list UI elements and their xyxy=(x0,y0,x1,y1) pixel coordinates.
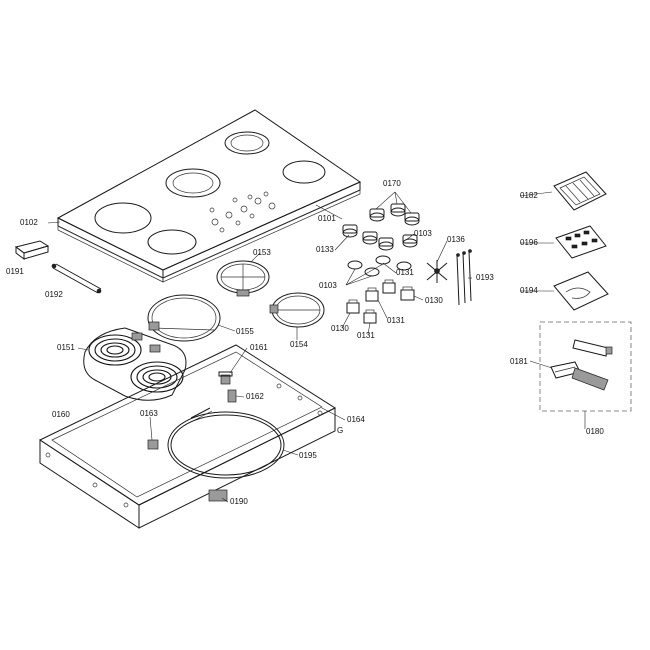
label-0170: 0170 xyxy=(383,179,401,188)
label-0154: 0154 xyxy=(290,340,308,349)
label-G: G xyxy=(337,426,343,435)
label-0151: 0151 xyxy=(57,343,75,352)
element-0153[interactable] xyxy=(216,260,270,297)
label-0102: 0102 xyxy=(20,218,38,227)
label-0161: 0161 xyxy=(250,343,268,352)
element-0154[interactable] xyxy=(269,292,325,328)
label-0164: 0164 xyxy=(347,415,365,424)
kit-box-0180 xyxy=(539,321,632,412)
label-0162: 0162 xyxy=(246,392,264,401)
temperature-probes[interactable] xyxy=(456,249,472,306)
label-0131a: 0131 xyxy=(396,268,414,277)
part-labels: 0170 0182 0102 0101 0103 0136 0196 0133 … xyxy=(6,179,604,506)
label-0190[interactable] xyxy=(208,489,228,502)
label-0103a: 0103 xyxy=(414,229,432,238)
leader-lines xyxy=(47,191,586,503)
label-0182: 0182 xyxy=(520,191,538,200)
label-0196: 0196 xyxy=(520,238,538,247)
label-0130b: 0130 xyxy=(331,324,349,333)
label-0130a: 0130 xyxy=(425,296,443,305)
bracket-0191[interactable] xyxy=(14,240,50,260)
label-0131c: 0131 xyxy=(357,331,375,340)
part-0161[interactable] xyxy=(218,371,233,385)
label-0101: 0101 xyxy=(318,214,336,223)
label-0194: 0194 xyxy=(520,286,538,295)
label-0195: 0195 xyxy=(299,451,317,460)
glass-cooktop[interactable] xyxy=(56,109,362,283)
label-0103b: 0103 xyxy=(319,281,337,290)
label-0133: 0133 xyxy=(316,245,334,254)
label-0131b: 0131 xyxy=(387,316,405,325)
label-0180: 0180 xyxy=(586,427,604,436)
label-0155: 0155 xyxy=(236,327,254,336)
label-0181: 0181 xyxy=(510,357,528,366)
label-0136: 0136 xyxy=(447,235,465,244)
label-0191: 0191 xyxy=(6,267,24,276)
lower-housing[interactable] xyxy=(38,344,337,529)
label-0192: 0192 xyxy=(45,290,63,299)
control-knobs[interactable] xyxy=(342,191,420,251)
label-0193: 0193 xyxy=(476,273,494,282)
label-0160: 0160 xyxy=(52,410,70,419)
gasket-ring[interactable] xyxy=(167,411,285,479)
dual-heating-element[interactable] xyxy=(83,327,187,401)
knob-rings[interactable] xyxy=(345,255,412,286)
scraper-0181[interactable] xyxy=(550,361,609,391)
cleaner-tube[interactable] xyxy=(572,339,613,357)
control-symbols xyxy=(209,191,276,233)
kit-0182[interactable] xyxy=(553,171,607,211)
label-0153: 0153 xyxy=(253,248,271,257)
label-0190: 0190 xyxy=(230,497,248,506)
cable-0192[interactable] xyxy=(51,263,102,294)
part-0163[interactable] xyxy=(147,439,159,450)
element-0155[interactable] xyxy=(147,294,221,342)
spider-clip[interactable] xyxy=(426,260,448,283)
label-0163: 0163 xyxy=(140,409,158,418)
kit-0196[interactable] xyxy=(555,225,607,259)
kit-0194[interactable] xyxy=(553,271,609,311)
